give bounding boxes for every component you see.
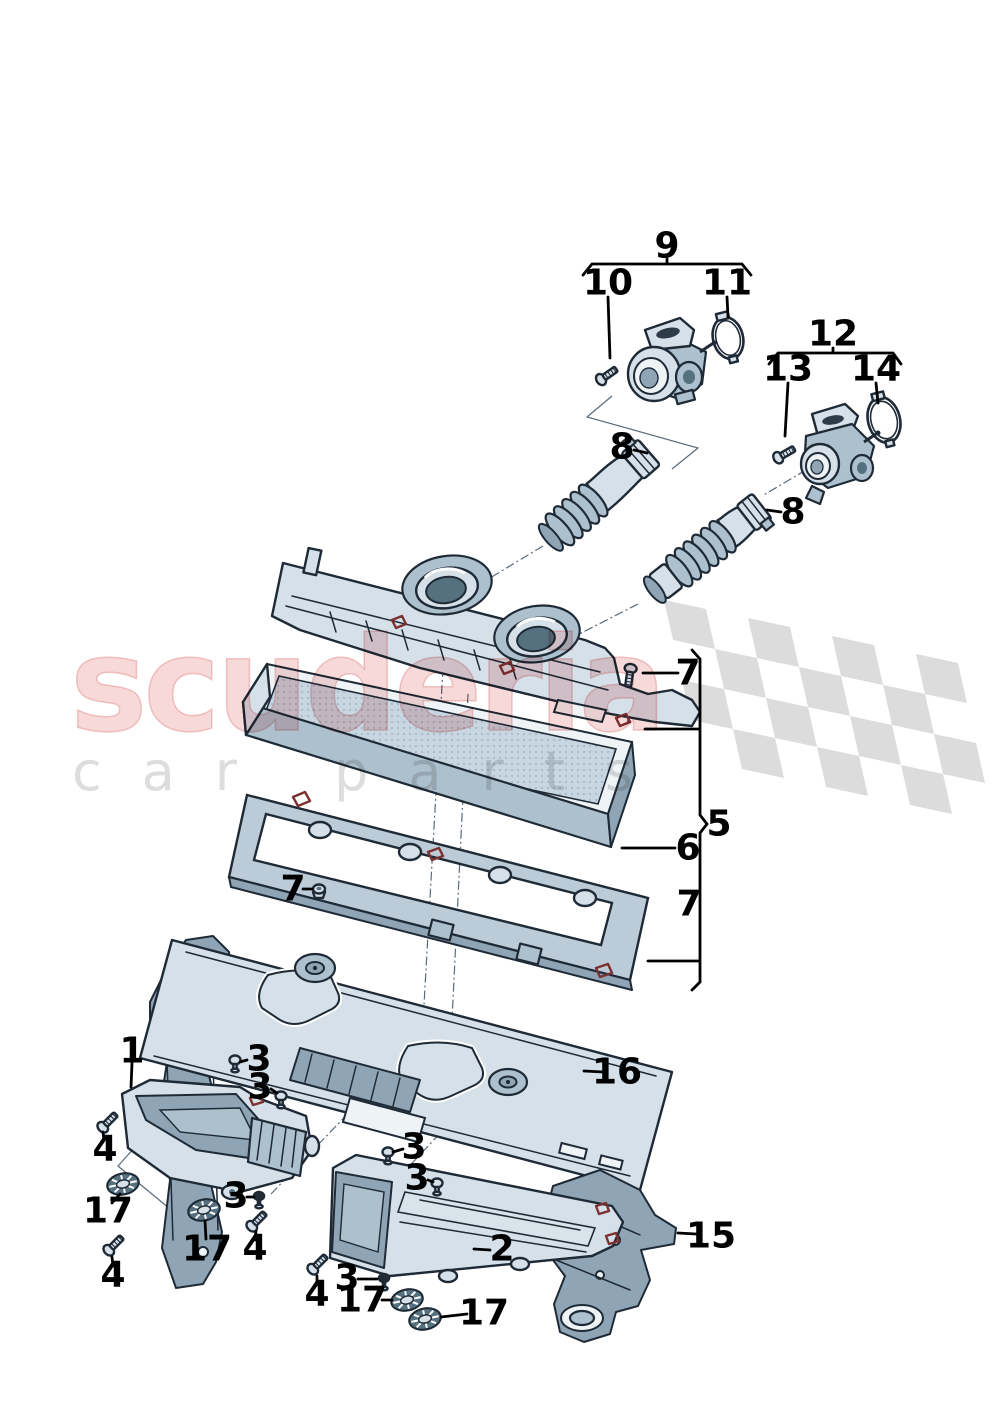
- group-bracket-12: [767, 346, 903, 366]
- flag-cell: [715, 649, 766, 698]
- air-cleaner-housing: [270, 546, 702, 728]
- leader-line-14: [874, 381, 880, 405]
- leader-line-17: [110, 1192, 122, 1205]
- callout-3[interactable]: 3: [404, 1158, 429, 1199]
- leader-line-15: [676, 1231, 698, 1236]
- callout-6[interactable]: 6: [675, 828, 700, 869]
- callout-3[interactable]: 3: [334, 1258, 359, 1299]
- watermark-primary-text: scuderia: [70, 609, 663, 761]
- leader-line-13: [783, 381, 790, 438]
- leader-line-16: [582, 1069, 605, 1074]
- callout-2[interactable]: 2: [489, 1229, 514, 1270]
- callout-16[interactable]: 16: [592, 1052, 642, 1093]
- flag-cell: [748, 618, 799, 667]
- air-filter-element: [241, 662, 636, 849]
- leader-line-11: [725, 295, 730, 319]
- leader-line-8: [765, 508, 783, 514]
- leader-line-3: [238, 1058, 249, 1064]
- callout-17[interactable]: 17: [337, 1280, 387, 1321]
- callout-7[interactable]: 7: [676, 884, 701, 925]
- leader-line-3: [269, 1087, 279, 1095]
- group-bracket-9: [581, 257, 753, 277]
- flag-cell: [883, 685, 934, 734]
- maf-sensor-2: [799, 402, 881, 506]
- callout-8[interactable]: 8: [780, 492, 805, 533]
- callout-17[interactable]: 17: [83, 1191, 133, 1232]
- callout-15[interactable]: 15: [686, 1216, 736, 1257]
- intake-duct-right: [328, 1153, 625, 1284]
- callout-8[interactable]: 8: [609, 427, 634, 468]
- callout-12[interactable]: 12: [808, 314, 858, 355]
- leader-line-17: [203, 1219, 208, 1241]
- sensor-screw-13: [770, 442, 799, 467]
- intake-hose-1: [537, 434, 661, 552]
- flag-cell: [766, 698, 817, 747]
- flag-cell: [916, 654, 967, 703]
- callout-17[interactable]: 17: [459, 1293, 509, 1334]
- exploded-view-artwork: [94, 310, 902, 1343]
- watermark-layer: scuderia car parts: [69, 608, 673, 803]
- flag-cell: [832, 636, 883, 685]
- lower-housing-tray: [138, 938, 674, 1192]
- watermark-secondary-text: car parts: [72, 740, 673, 803]
- callout-7[interactable]: 7: [675, 653, 700, 694]
- intake-port-2: [493, 604, 581, 664]
- flag-cell: [817, 747, 868, 796]
- leader-line-3: [426, 1178, 435, 1184]
- flag-cell: [664, 600, 715, 649]
- group-bracket-5: [643, 648, 709, 992]
- callout-4[interactable]: 4: [92, 1129, 117, 1170]
- flag-cell: [799, 667, 850, 716]
- flag-cell: [850, 716, 901, 765]
- callout-5[interactable]: 5: [706, 804, 731, 845]
- callout-4[interactable]: 4: [242, 1228, 267, 1269]
- leader-line-1: [129, 1061, 134, 1089]
- callout-3[interactable]: 3: [401, 1127, 426, 1168]
- leader-line-4: [110, 1255, 115, 1268]
- filter-seal-frame: [227, 790, 650, 991]
- callout-14[interactable]: 14: [851, 349, 901, 390]
- leader-line-3: [391, 1147, 405, 1154]
- callout-3[interactable]: 3: [247, 1067, 272, 1108]
- callout-3[interactable]: 3: [223, 1176, 248, 1217]
- intake-port-1: [401, 554, 493, 616]
- leader-line-4: [253, 1229, 258, 1242]
- checkered-flag-graphic: [664, 600, 985, 814]
- leader-line-17: [439, 1312, 469, 1319]
- seal-frame-nut: [311, 883, 327, 900]
- leader-line-2: [472, 1247, 492, 1252]
- callout-11[interactable]: 11: [702, 263, 752, 304]
- callout-7[interactable]: 7: [280, 869, 305, 910]
- callout-10[interactable]: 10: [583, 263, 633, 304]
- callout-1[interactable]: 1: [119, 1031, 144, 1072]
- flag-cell: [901, 765, 952, 814]
- leader-line-8: [632, 448, 649, 455]
- hose-clamp-ring-1: [711, 310, 745, 365]
- callout-13[interactable]: 13: [763, 349, 813, 390]
- flag-cell: [733, 729, 784, 778]
- callout-3[interactable]: 3: [246, 1039, 271, 1080]
- sensor-screw-10: [592, 362, 621, 389]
- callout-17[interactable]: 17: [182, 1229, 232, 1270]
- flag-cell: [934, 734, 985, 783]
- maf-sensor-1: [626, 316, 717, 406]
- callout-9[interactable]: 9: [654, 226, 679, 267]
- leader-line-10: [606, 295, 612, 360]
- intake-hose-2: [642, 493, 776, 604]
- callout-4[interactable]: 4: [100, 1255, 125, 1296]
- intake-duct-left: [120, 1078, 321, 1201]
- leader-line-4: [101, 1130, 106, 1142]
- callout-4[interactable]: 4: [304, 1274, 329, 1315]
